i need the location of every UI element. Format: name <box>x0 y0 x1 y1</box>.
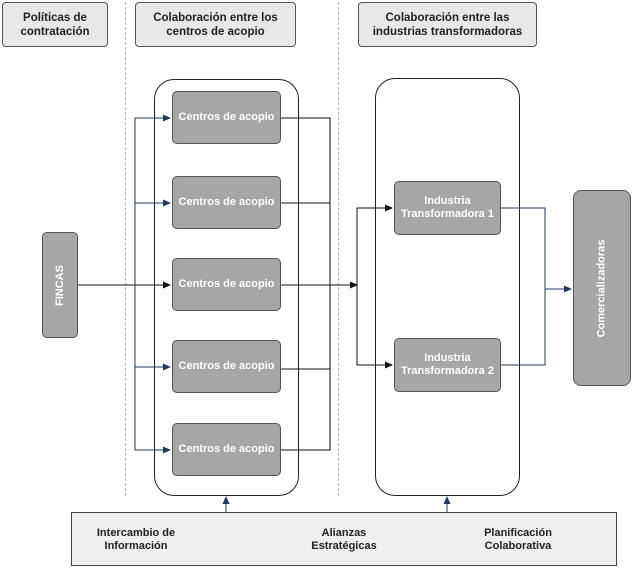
marketers-node: Comercializadoras <box>573 190 631 386</box>
collection-center-1-label: Centros de acopio <box>178 111 275 123</box>
header-collection-centers-label: Colaboración entre los centros de acopio <box>153 11 278 38</box>
industry-1-label: Industria Transformadora 1 <box>401 195 494 220</box>
collection-center-2-label: Centros de acopio <box>178 196 275 208</box>
footer-item-collaborative-planning: Planificación Colaborativa <box>484 527 552 552</box>
industry-2: Industria Transformadora 2 <box>394 338 501 392</box>
collection-center-1: Centros de acopio <box>172 91 281 144</box>
connector-center-5-out <box>281 285 331 451</box>
connector-to-industry-2 <box>356 285 393 369</box>
connector-industry-1-to-marketers <box>501 207 572 293</box>
industries-group <box>375 78 520 496</box>
connector-center-1-out <box>281 117 331 285</box>
connector-farms-to-center-1 <box>134 114 171 285</box>
collection-center-4-label: Centros de acopio <box>178 360 275 372</box>
header-industries: Colaboración entre las industrias transf… <box>358 2 537 47</box>
collaboration-footer <box>71 512 617 566</box>
collection-center-5: Centros de acopio <box>172 423 281 476</box>
collection-center-5-label: Centros de acopio <box>178 443 275 455</box>
header-policies: Políticas de contratación <box>2 2 108 47</box>
connector-industry-2-to-marketers <box>501 289 546 366</box>
industry-1: Industria Transformadora 1 <box>394 181 501 235</box>
industry-2-label: Industria Transformadora 2 <box>401 352 494 377</box>
collection-center-3-label: Centros de acopio <box>178 278 275 290</box>
separator-line-1 <box>125 2 126 496</box>
header-policies-label: Políticas de contratación <box>20 11 90 38</box>
collection-center-2: Centros de acopio <box>172 176 281 229</box>
header-industries-label: Colaboración entre las industrias transf… <box>372 11 523 38</box>
farms-node: FINCAS <box>42 232 78 338</box>
separator-line-2 <box>338 2 339 496</box>
collection-center-3: Centros de acopio <box>172 258 281 311</box>
connector-farms-to-center-4 <box>134 285 171 454</box>
collection-center-4: Centros de acopio <box>172 340 281 393</box>
header-collection-centers: Colaboración entre los centros de acopio <box>135 2 296 47</box>
marketers-label: Comercializadoras <box>595 239 608 337</box>
farms-label: FINCAS <box>53 264 66 306</box>
footer-item-strategic-alliances: Alianzas Estratégicas <box>311 527 377 552</box>
connector-to-industry-1 <box>356 204 393 285</box>
footer-item-information-exchange: Intercambio de Información <box>96 527 176 552</box>
